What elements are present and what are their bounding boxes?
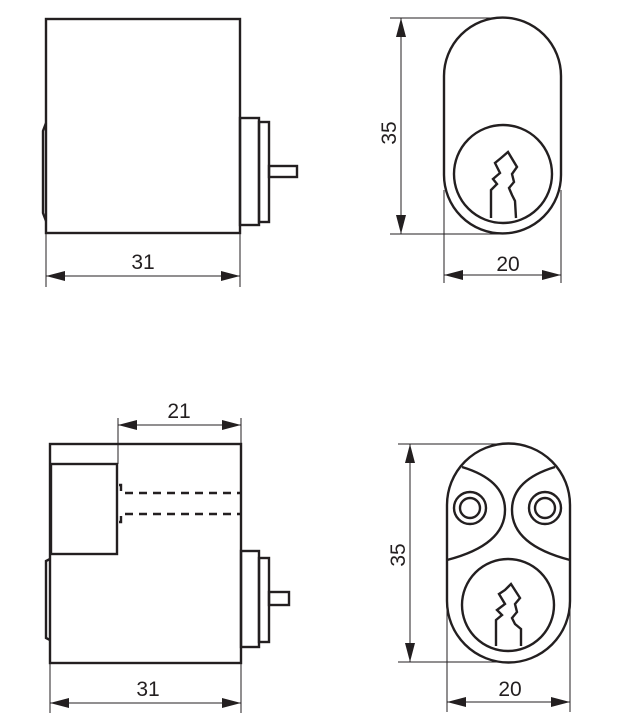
cam-flange-2 (257, 556, 271, 644)
oval-housing (442, 16, 563, 235)
dimension-label-length: 31 (136, 678, 159, 701)
arrow-right-icon (222, 420, 241, 430)
screw-inner-left-icon (458, 496, 482, 520)
arrow-left-icon (50, 698, 69, 708)
top-side-view: 31 (41, 17, 299, 287)
thumbturn-block (49, 462, 119, 556)
front-bezel (44, 557, 51, 642)
right-divider-curve (510, 465, 571, 562)
left-divider-curve (446, 465, 507, 562)
keyway-icon (489, 150, 519, 219)
arrow-left-icon (444, 270, 463, 280)
arrow-up-icon (396, 18, 406, 37)
plug-circle (452, 123, 554, 225)
screw-inner-right-icon (533, 496, 557, 520)
dimension-label-width: 20 (496, 253, 519, 276)
screw-outer-left (452, 490, 488, 526)
arrow-right-icon (551, 697, 570, 707)
arrow-right-icon (542, 270, 561, 280)
cam-flange-1 (238, 116, 261, 227)
bottom-side-view: 21 31 (44, 400, 291, 713)
hidden-line-upper (119, 483, 241, 495)
hidden-line-lower (119, 512, 241, 524)
arrow-left-icon (118, 420, 137, 430)
top-front-view: 35 20 (378, 16, 563, 283)
arrow-down-icon (396, 215, 406, 234)
plug-circle (460, 557, 556, 653)
dimension-label-inset: 21 (167, 400, 190, 423)
arrow-left-icon (447, 697, 466, 707)
screw-outer-right (527, 490, 563, 526)
cam-flange-1 (239, 549, 261, 649)
arrow-left-icon (46, 271, 65, 281)
cam-pin (267, 590, 291, 607)
arrow-up-icon (405, 444, 415, 463)
arrow-right-icon (222, 698, 241, 708)
arrow-right-icon (221, 271, 240, 281)
cylinder-body (44, 17, 242, 235)
dimension-label-height: 35 (378, 121, 401, 144)
front-bezel (41, 122, 48, 222)
arrow-down-icon (405, 643, 415, 662)
cam-flange-2 (257, 120, 271, 224)
cam-pin (267, 164, 299, 179)
bottom-front-view: 35 20 (387, 442, 572, 712)
dimension-label-height: 35 (387, 543, 410, 566)
dimension-label-width: 20 (498, 678, 521, 701)
dimension-label-length: 31 (131, 251, 154, 274)
keyway-icon (494, 582, 523, 646)
